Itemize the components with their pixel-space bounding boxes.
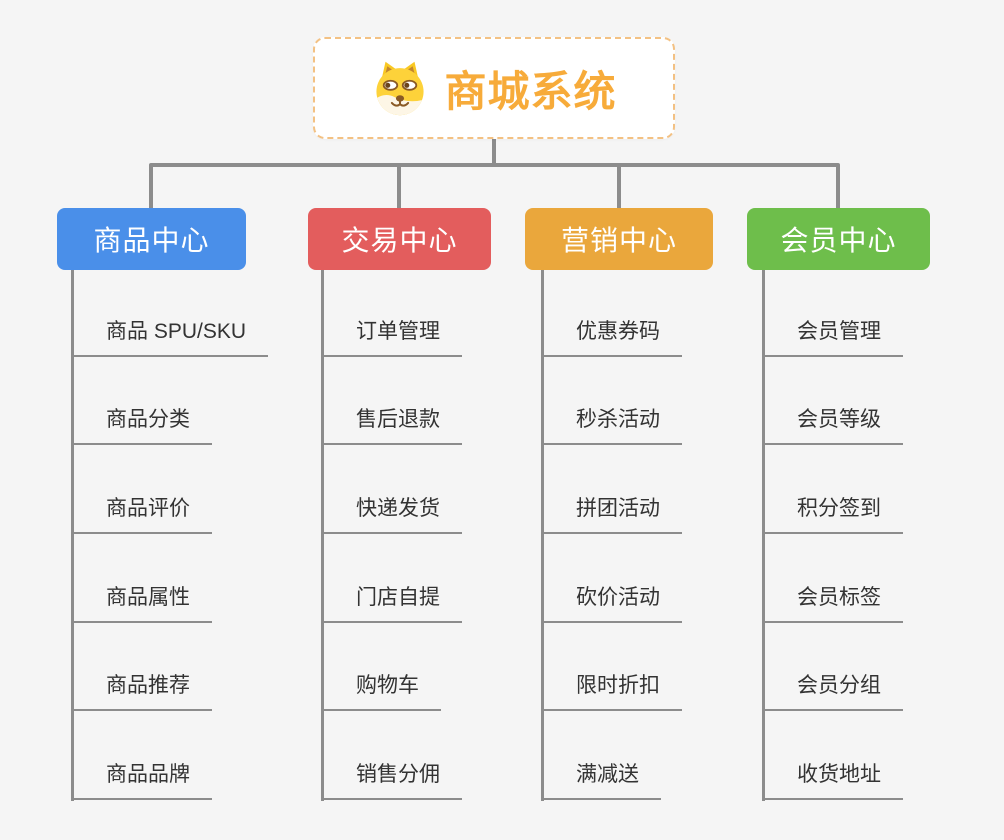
connector-drop (617, 165, 621, 210)
child-node[interactable]: 门店自提 (321, 534, 462, 623)
child-node[interactable]: 商品分类 (71, 357, 212, 446)
child-node[interactable]: 商品品牌 (71, 711, 212, 800)
child-node[interactable]: 会员标签 (762, 534, 903, 623)
branch-node-member-center[interactable]: 会员中心 (747, 208, 930, 270)
child-node[interactable]: 限时折扣 (541, 623, 682, 712)
branch-children-marketing: 优惠券码 秒杀活动 拼团活动 砍价活动 限时折扣 满减送 (541, 268, 682, 800)
branch-children-member: 会员管理 会员等级 积分签到 会员标签 会员分组 收货地址 (762, 268, 903, 800)
connector-spine (71, 270, 74, 801)
connector-spine (541, 270, 544, 801)
child-node[interactable]: 销售分佣 (321, 711, 462, 800)
branch-children-trade: 订单管理 售后退款 快递发货 门店自提 购物车 销售分佣 (321, 268, 462, 800)
connector-drop (836, 165, 840, 210)
child-node[interactable]: 订单管理 (321, 268, 462, 357)
child-node[interactable]: 会员管理 (762, 268, 903, 357)
child-node[interactable]: 积分签到 (762, 445, 903, 534)
connector-root-drop (492, 139, 496, 166)
root-node[interactable]: 商城系统 (313, 37, 675, 139)
root-title: 商城系统 (444, 67, 617, 115)
child-node[interactable]: 拼团活动 (541, 445, 682, 534)
connector-spine (321, 270, 324, 801)
doge-icon (371, 59, 429, 117)
connector-drop (397, 165, 401, 210)
child-node[interactable]: 收货地址 (762, 711, 903, 800)
branch-children-product: 商品 SPU/SKU 商品分类 商品评价 商品属性 商品推荐 商品品牌 (71, 268, 269, 800)
child-node[interactable]: 秒杀活动 (541, 357, 682, 446)
child-node[interactable]: 优惠券码 (541, 268, 682, 357)
connector-drop (149, 165, 153, 210)
connector-spine (762, 270, 765, 801)
child-node[interactable]: 会员等级 (762, 357, 903, 446)
connector-rail (149, 163, 840, 167)
child-node[interactable]: 购物车 (321, 623, 441, 712)
child-node[interactable]: 快递发货 (321, 445, 462, 534)
child-node[interactable]: 会员分组 (762, 623, 903, 712)
child-node[interactable]: 商品 SPU/SKU (71, 268, 269, 357)
branch-node-product-center[interactable]: 商品中心 (57, 208, 246, 270)
child-node[interactable]: 商品属性 (71, 534, 212, 623)
branch-node-marketing-center[interactable]: 营销中心 (525, 208, 713, 270)
branch-node-trade-center[interactable]: 交易中心 (308, 208, 491, 270)
child-node[interactable]: 商品推荐 (71, 623, 212, 712)
child-node[interactable]: 售后退款 (321, 357, 462, 446)
child-node[interactable]: 商品评价 (71, 445, 212, 534)
child-node[interactable]: 满减送 (541, 711, 661, 800)
child-node[interactable]: 砍价活动 (541, 534, 682, 623)
